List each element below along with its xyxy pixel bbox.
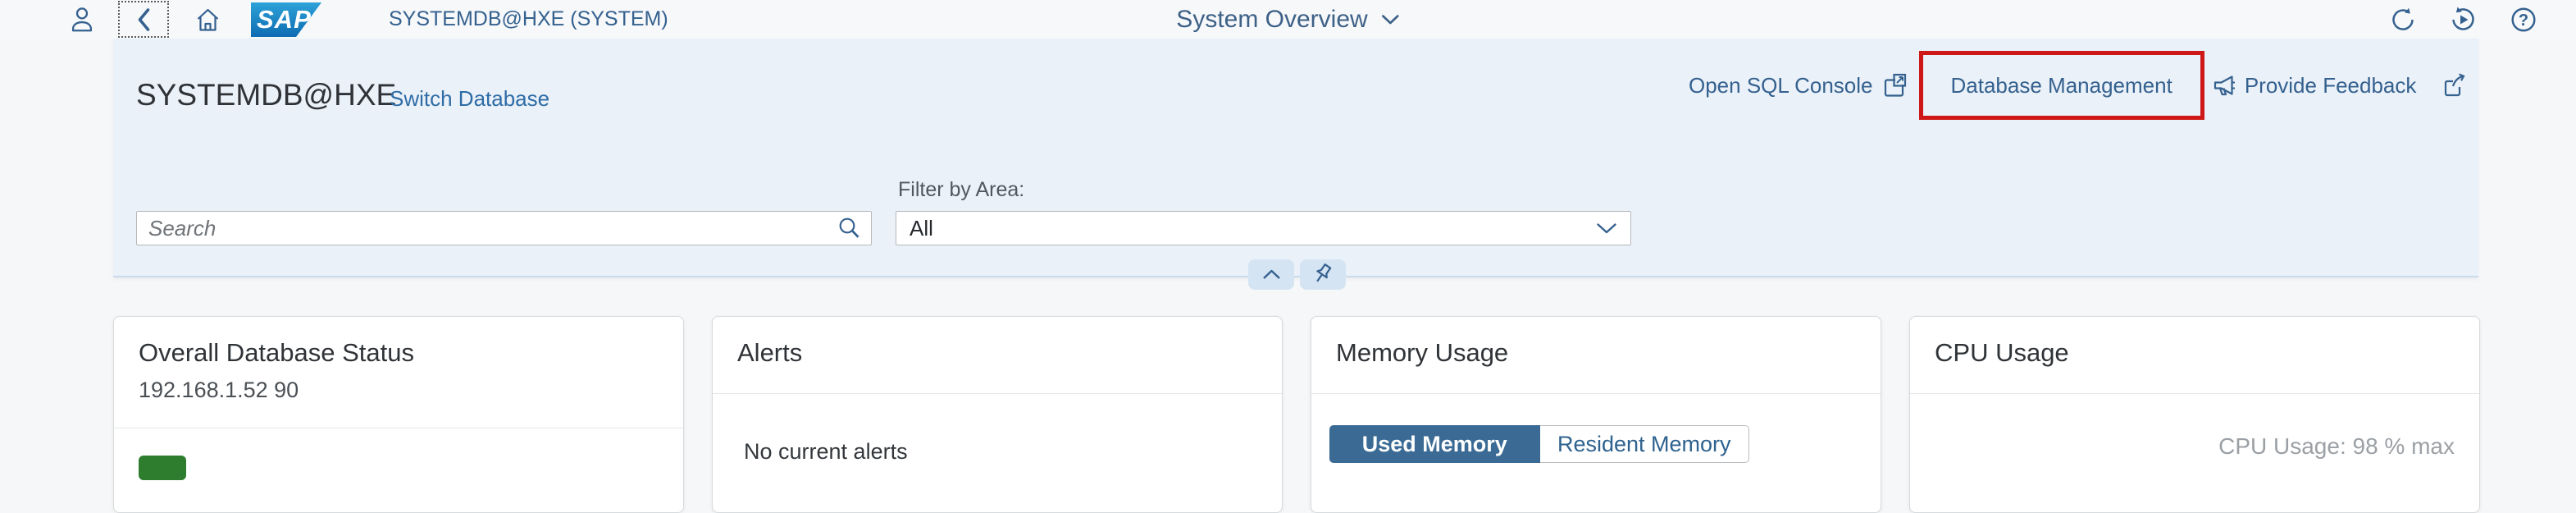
share-button[interactable] [2440,71,2468,99]
help-button[interactable]: ? [2510,6,2537,34]
megaphone-icon [2209,72,2236,98]
card-alerts: Alerts No current alerts [712,316,1283,513]
share-icon [2440,71,2468,99]
overview-header-panel: SYSTEMDB@HXE Switch Database Open SQL Co… [113,39,2478,277]
shell-system-label: SYSTEMDB@HXE (SYSTEM) [389,7,668,30]
database-title: SYSTEMDB@HXE [136,78,397,112]
card-subtitle: 192.168.1.52 90 [139,378,299,402]
refresh-button[interactable] [2389,6,2417,34]
card-divider [1910,393,2479,394]
provide-feedback-button[interactable]: Provide Feedback [2209,72,2416,98]
annotation-red-box: Database Management [1918,51,2204,120]
search-button[interactable] [837,216,861,240]
cpu-usage-max-label: CPU Usage: 98 % max [2218,433,2455,459]
card-divider [1311,393,1881,394]
person-icon [71,7,93,32]
search-box [136,211,872,245]
card-title: CPU Usage [1935,338,2069,367]
chevron-down-icon [1596,222,1617,235]
user-account-button[interactable] [71,7,93,32]
chevron-up-icon [1261,268,1282,281]
back-button[interactable] [118,1,169,38]
tab-resident-memory[interactable]: Resident Memory [1539,425,1749,463]
switch-database-link[interactable]: Switch Database [390,86,550,111]
page-title-dropdown[interactable]: System Overview [1176,0,1399,39]
card-title: Overall Database Status [139,338,415,367]
chevron-down-icon [1381,14,1400,25]
filter-area-select[interactable]: All [896,211,1631,245]
sap-logo: SAP [251,2,321,37]
search-input[interactable] [137,212,837,245]
memory-segmented-control: Used Memory Resident Memory [1329,425,1749,463]
pin-icon [1312,263,1334,286]
back-icon [136,7,151,32]
shell-topbar: SAP SYSTEMDB@HXE (SYSTEM) System Overvie… [0,0,2576,39]
card-memory-usage: Memory Usage Used Memory Resident Memory [1311,316,1881,513]
help-icon: ? [2510,6,2537,34]
auto-refresh-button[interactable] [2449,6,2477,34]
card-title: Alerts [737,338,803,367]
card-divider [713,393,1282,394]
header-actions: Open SQL Console Database Management [1689,51,2468,120]
home-button[interactable] [195,7,221,32]
filter-by-area-label: Filter by Area: [898,178,1025,201]
auto-refresh-icon [2449,6,2477,34]
home-icon [195,7,221,32]
open-external-icon [1881,72,1908,98]
card-title: Memory Usage [1336,338,1509,367]
search-icon [837,216,861,240]
status-badge [139,456,186,480]
open-sql-console-button[interactable]: Open SQL Console [1689,72,1908,98]
collapse-header-button[interactable] [1248,259,1294,290]
alerts-empty-message: No current alerts [744,439,908,464]
svg-text:?: ? [2519,11,2528,30]
refresh-icon [2389,6,2417,34]
filter-area-value: All [910,215,933,240]
card-overall-database-status: Overall Database Status 192.168.1.52 90 [113,316,684,513]
tab-used-memory[interactable]: Used Memory [1329,425,1540,463]
database-management-button[interactable]: Database Management [1950,72,2173,98]
pin-header-button[interactable] [1300,259,1346,290]
card-cpu-usage: CPU Usage CPU Usage: 98 % max [1909,316,2480,513]
page-title: System Overview [1176,5,1368,33]
